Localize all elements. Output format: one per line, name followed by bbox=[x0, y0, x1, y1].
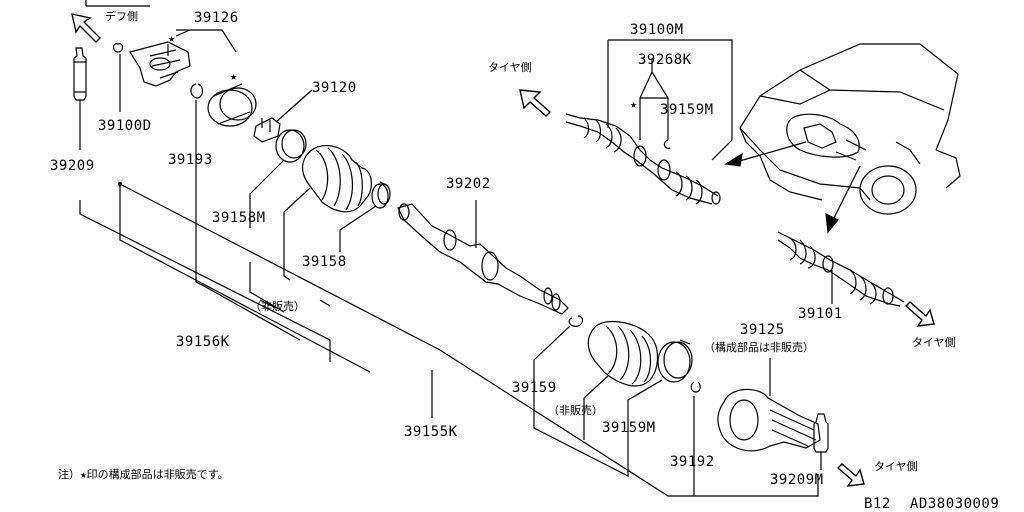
part-39193-clip bbox=[190, 83, 204, 148]
diff-side-arrow bbox=[71, 13, 101, 43]
bracket-fragment bbox=[85, 0, 150, 7]
part-label-39155K: 39155K bbox=[404, 424, 458, 440]
part-39209-left bbox=[73, 47, 87, 150]
tire-side-label-2: タイヤ側 bbox=[912, 336, 956, 349]
tire-side-label-1: タイヤ側 bbox=[488, 61, 532, 74]
part-label-39159M-b: 39159M bbox=[660, 102, 714, 118]
part-inner-boot bbox=[283, 145, 372, 262]
star-icon: ★ bbox=[230, 69, 237, 83]
part-label-39193: 39193 bbox=[168, 152, 213, 168]
star-icon: ★ bbox=[630, 97, 638, 111]
part-label-39101: 39101 bbox=[798, 306, 843, 322]
part-39158-band bbox=[339, 181, 391, 252]
part-label-39126: 39126 bbox=[194, 10, 239, 26]
leader-39126 bbox=[176, 29, 237, 53]
part-label-39209: 39209 bbox=[50, 158, 95, 174]
footnote: 注）★印の構成部品は非販売です。 bbox=[58, 468, 229, 481]
star-icon: ★ bbox=[168, 31, 175, 45]
bracket-lines bbox=[79, 148, 819, 497]
part-39101-shaft bbox=[777, 231, 905, 307]
part-label-39159: 39159 bbox=[512, 380, 557, 396]
part-39158M-band bbox=[249, 129, 307, 228]
tire-side-arrow-1 bbox=[519, 89, 552, 117]
part-label-39156K: 39156K bbox=[176, 334, 230, 350]
part-label-39209M: 39209M bbox=[770, 472, 824, 488]
part-39159M-band bbox=[627, 339, 693, 420]
part-label-39158: 39158 bbox=[302, 254, 347, 270]
tire-side-arrow-2 bbox=[904, 301, 935, 327]
page-code-prefix: B12 bbox=[864, 496, 891, 512]
diagram-code: AD38030009 bbox=[910, 496, 1000, 512]
part-label-39100M: 39100M bbox=[630, 22, 684, 38]
part-label-39202: 39202 bbox=[446, 176, 491, 192]
part-39126-housing bbox=[129, 41, 191, 87]
part-spider-ring bbox=[207, 83, 257, 127]
tire-side-label-3: タイヤ側 bbox=[874, 460, 918, 473]
part-label-39158M: 39158M bbox=[212, 210, 266, 226]
part-label-39120: 39120 bbox=[312, 80, 357, 96]
part-39100D-circlip bbox=[112, 43, 124, 112]
part-39202-shaft bbox=[397, 200, 569, 315]
not-sold-label-1: （非販売） bbox=[250, 300, 305, 313]
part-label-39125: 39125 bbox=[740, 322, 785, 338]
part-39159-clip bbox=[533, 315, 584, 376]
tire-side-arrow-3 bbox=[836, 463, 865, 487]
part-39209M-tube bbox=[813, 413, 829, 470]
part-39100M-assembly bbox=[565, 39, 733, 205]
car-illustration bbox=[739, 43, 961, 215]
part-39125-outer-joint bbox=[717, 358, 821, 452]
leader-arrows bbox=[724, 141, 861, 234]
not-sold-label-2: （非販売） bbox=[548, 404, 603, 417]
diff-side-label: デフ側 bbox=[105, 10, 138, 23]
part-label-39100D: 39100D bbox=[98, 118, 152, 134]
part-outer-boot bbox=[583, 321, 659, 399]
part-39120-spider bbox=[253, 89, 313, 143]
part-label-39159M: 39159M bbox=[602, 420, 656, 436]
components-not-sold-label: （構成部品は非販売） bbox=[704, 341, 814, 354]
part-label-39268K: 39268K bbox=[638, 52, 692, 68]
leader-39126-b bbox=[175, 29, 191, 37]
part-label-39192: 39192 bbox=[670, 454, 715, 470]
part-39192-circlip bbox=[690, 381, 701, 448]
